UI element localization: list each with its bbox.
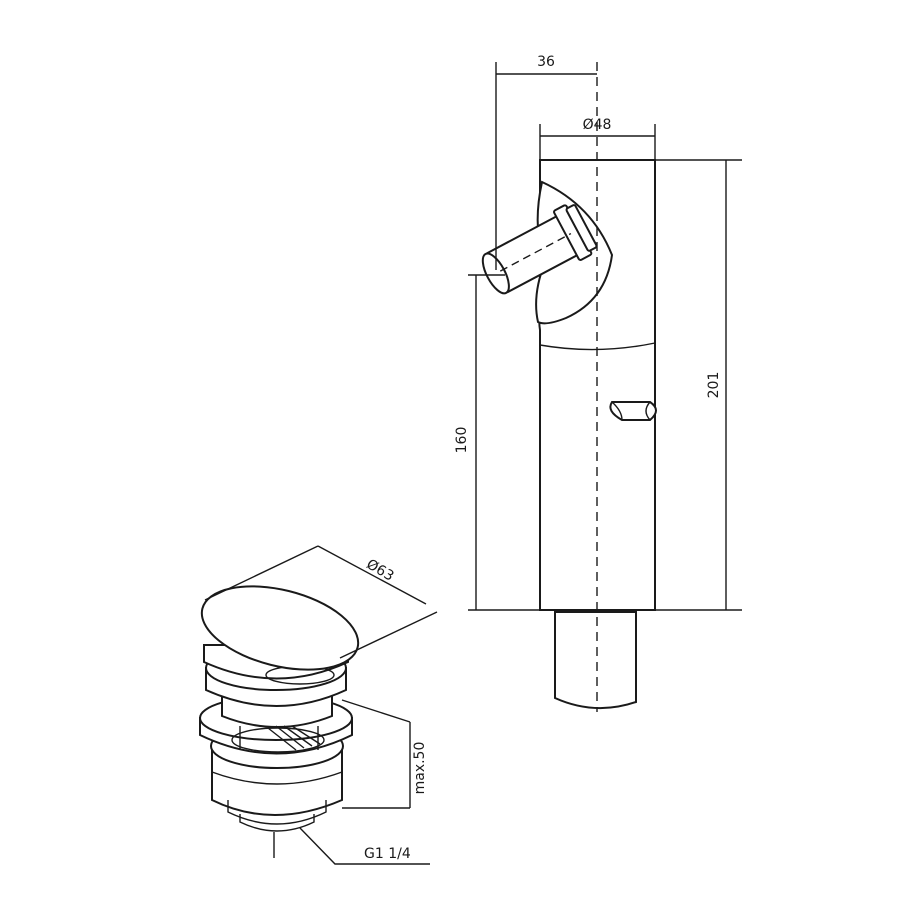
dimension-160: 160 [454,274,540,611]
dimension-36-label: 36 [537,54,555,70]
dimension-max50: max.50 [341,699,428,809]
waste-cap [200,585,360,671]
thread-leader: G1 1/4 [299,827,430,865]
dimension-d63: Ø63 [204,545,438,659]
inlet-cylinder [481,204,598,295]
siphon-drawing: 36 Ø48 201 160 [454,54,742,712]
dimension-36: 36 [495,54,597,270]
dimension-160-label: 160 [454,427,470,454]
dimension-d48: Ø48 [539,117,656,160]
thread-label: G1 1/4 [364,846,411,862]
dimension-201: 201 [655,159,742,611]
dimension-201-label: 201 [706,372,722,399]
outlet-pipe [554,611,637,710]
dimension-d48-label: Ø48 [583,117,612,133]
dimension-max50-label: max.50 [412,742,428,795]
dimension-d63-label: Ø63 [364,556,397,584]
waste-valve-drawing: Ø63 max.50 G1 1/4 [199,545,438,865]
side-nozzle [609,401,657,421]
